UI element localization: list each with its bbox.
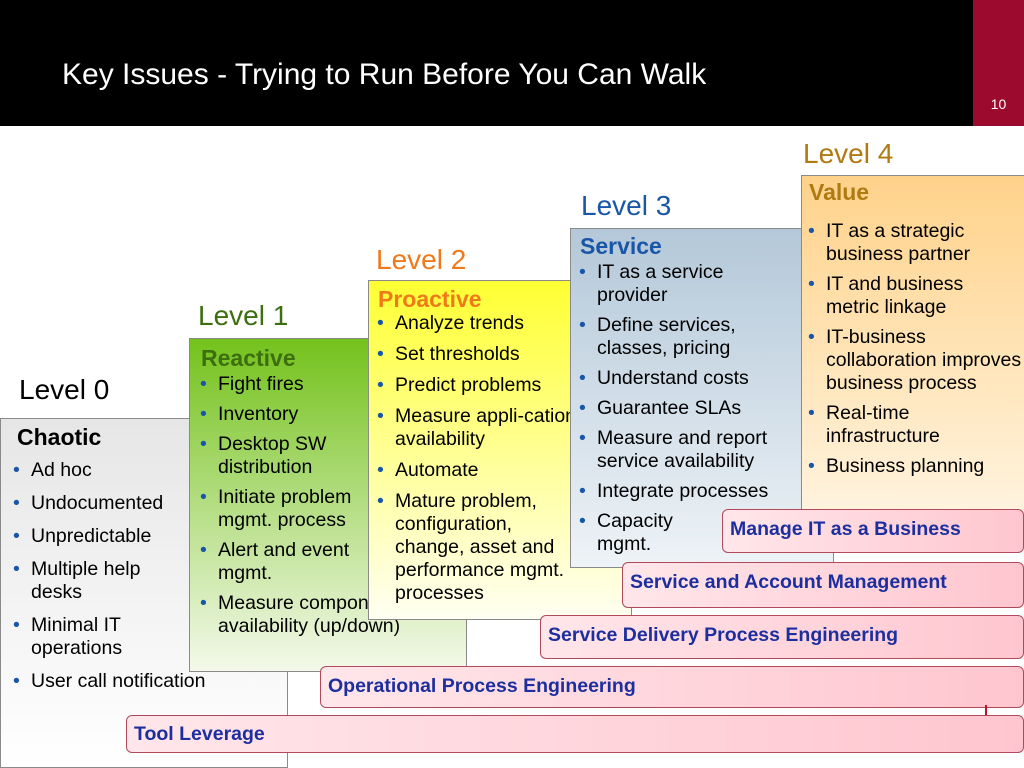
list-item: •Ad hoc <box>13 459 92 481</box>
list-item: •Business planning <box>808 455 985 477</box>
level-1-list: •Fight fires •Inventory •Desktop SW dist… <box>200 373 460 638</box>
level-3-name: Service <box>580 233 662 259</box>
level-2-list: •Analyze trends •Set thresholds •Predict… <box>377 312 627 605</box>
level-0-name: Chaotic <box>17 424 102 450</box>
level-4-label: Level 4 <box>803 138 894 169</box>
slide-header: Key Issues - Trying to Run Before You Ca… <box>0 0 973 126</box>
level-3-list: •IT as a service provider •Define servic… <box>579 261 829 556</box>
list-item: •Measure and report service availability <box>579 427 768 472</box>
list-item: •User call notification <box>13 670 206 692</box>
list-item: •Alert and event mgmt. <box>200 539 350 584</box>
list-item: •Set thresholds <box>377 343 520 365</box>
level-4-name: Value <box>809 179 870 205</box>
corner-accent: 10 <box>973 0 1024 126</box>
list-item: •Real-time infrastructure <box>808 402 940 447</box>
level-4-box: Value •IT as a strategic business partne… <box>801 175 1024 520</box>
list-item: •Capacity mgmt. <box>579 510 673 555</box>
list-item: •Measure appli-cation availability <box>377 405 577 450</box>
bar-operational-process-engineering: Operational Process Engineering <box>320 666 1024 708</box>
level-2-label: Level 2 <box>376 244 467 275</box>
slide-title: Key Issues - Trying to Run Before You Ca… <box>62 58 707 91</box>
level-3-label: Level 3 <box>581 190 672 221</box>
bar-tool-leverage: Tool Leverage <box>126 715 1024 753</box>
list-item: •Predict problems <box>377 374 542 396</box>
list-item: •Desktop SW distribution <box>200 433 327 478</box>
level-0-list: •Ad hoc •Undocumented •Unpredictable •Mu… <box>13 459 283 693</box>
red-tick-mark <box>985 705 987 715</box>
list-item: •IT-business collaboration improves busi… <box>808 326 1022 394</box>
list-item: •Understand costs <box>579 367 749 389</box>
list-item: •Fight fires <box>200 373 304 395</box>
list-item: •IT as a strategic business partner <box>808 220 971 265</box>
level-1-name: Reactive <box>201 345 296 371</box>
page-number: 10 <box>990 96 1007 112</box>
list-item: •Inventory <box>200 403 299 425</box>
list-item: •IT and business metric linkage <box>808 273 964 318</box>
list-item: •Measure component availability (up/down… <box>200 592 401 637</box>
level-4-list: •IT as a strategic business partner •IT … <box>808 220 1023 478</box>
list-item: •Undocumented <box>13 492 164 514</box>
list-item: •Multiple help desks <box>13 558 141 603</box>
list-item: •Initiate problem mgmt. process <box>200 486 352 531</box>
list-item: •Analyze trends <box>377 312 524 334</box>
list-item: •Mature problem, configuration, change, … <box>377 490 565 604</box>
list-item: •Integrate processes <box>579 480 769 502</box>
list-item: •IT as a service provider <box>579 261 724 306</box>
list-item: •Define services, classes, pricing <box>579 314 736 359</box>
list-item: •Minimal IT operations <box>13 614 123 659</box>
list-item: •Guarantee SLAs <box>579 397 742 419</box>
level-1-label: Level 1 <box>198 300 289 331</box>
bar-service-account-management: Service and Account Management <box>622 562 1024 608</box>
list-item: •Unpredictable <box>13 525 152 547</box>
bar-manage-it-as-business: Manage IT as a Business <box>722 509 1024 553</box>
bar-service-delivery-process-engineering: Service Delivery Process Engineering <box>540 615 1024 659</box>
level-2-name: Proactive <box>378 286 482 312</box>
list-item: •Automate <box>377 459 479 481</box>
level-0-label: Level 0 <box>19 374 110 405</box>
